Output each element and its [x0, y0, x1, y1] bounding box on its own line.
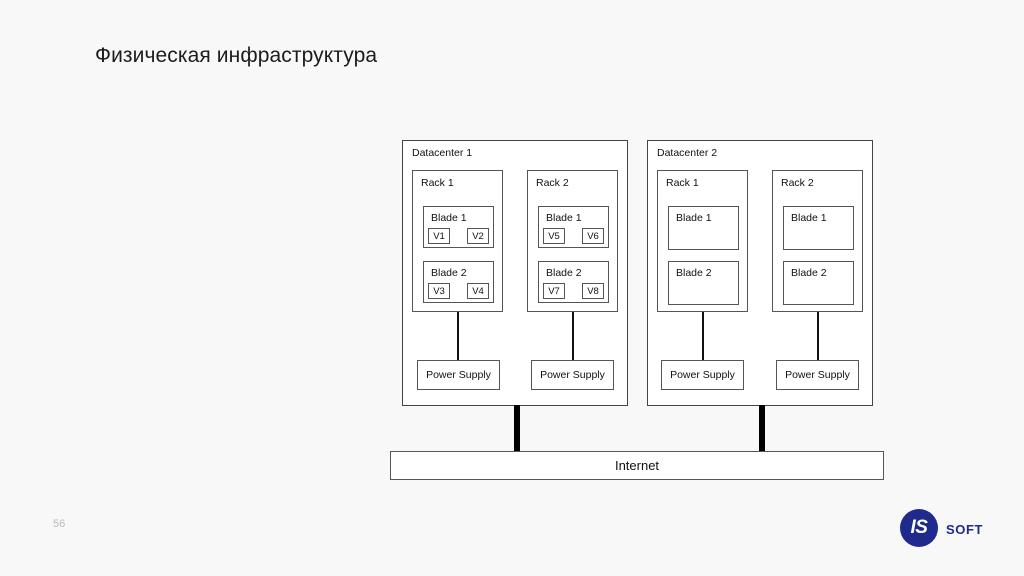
blade-label: Blade 1 — [676, 212, 712, 224]
power-supply[interactable]: Power Supply — [776, 360, 859, 390]
rack-power-connector — [457, 312, 459, 360]
blade-label: Blade 2 — [791, 267, 827, 279]
datacenter-2-rack-2-blade-1[interactable]: Blade 1 — [783, 206, 854, 250]
datacenter-2-label: Datacenter 2 — [657, 147, 718, 159]
logo-mark-text: IS — [910, 517, 928, 538]
datacenter-2-uplink — [759, 405, 765, 453]
rack-power-connector — [572, 312, 574, 360]
vm-box[interactable]: V5 — [543, 228, 565, 244]
vm-box[interactable]: V6 — [582, 228, 604, 244]
vm-box[interactable]: V7 — [543, 283, 565, 299]
vm-box[interactable]: V3 — [428, 283, 450, 299]
blade-label: Blade 2 — [431, 267, 467, 279]
brand-logo: IS SOFT — [900, 509, 1010, 549]
datacenter-1-label: Datacenter 1 — [412, 147, 473, 159]
rack-label: Rack 2 — [781, 177, 814, 189]
blade-label: Blade 2 — [676, 267, 712, 279]
blade-label: Blade 1 — [791, 212, 827, 224]
blade-label: Blade 1 — [546, 212, 582, 224]
rack-label: Rack 1 — [666, 177, 699, 189]
blade-label: Blade 1 — [431, 212, 467, 224]
rack-label: Rack 2 — [536, 177, 569, 189]
power-supply[interactable]: Power Supply — [661, 360, 744, 390]
rack-power-connector — [702, 312, 704, 360]
vm-box[interactable]: V2 — [467, 228, 489, 244]
power-supply[interactable]: Power Supply — [531, 360, 614, 390]
rack-power-connector — [817, 312, 819, 360]
blade-label: Blade 2 — [546, 267, 582, 279]
power-supply[interactable]: Power Supply — [417, 360, 500, 390]
page-number: 56 — [53, 518, 66, 530]
page-title: Физическая инфраструктура — [95, 44, 378, 67]
datacenter-2-rack-2-blade-2[interactable]: Blade 2 — [783, 261, 854, 305]
logo-name-text: SOFT — [946, 522, 984, 537]
datacenter-2-rack-1-blade-1[interactable]: Blade 1 — [668, 206, 739, 250]
vm-box[interactable]: V8 — [582, 283, 604, 299]
vm-box[interactable]: V4 — [467, 283, 489, 299]
rack-label: Rack 1 — [421, 177, 454, 189]
datacenter-2-rack-1-blade-2[interactable]: Blade 2 — [668, 261, 739, 305]
is-logo-icon: IS — [900, 509, 938, 547]
vm-box[interactable]: V1 — [428, 228, 450, 244]
internet-node[interactable]: Internet — [390, 451, 884, 480]
datacenter-1-uplink — [514, 405, 520, 453]
